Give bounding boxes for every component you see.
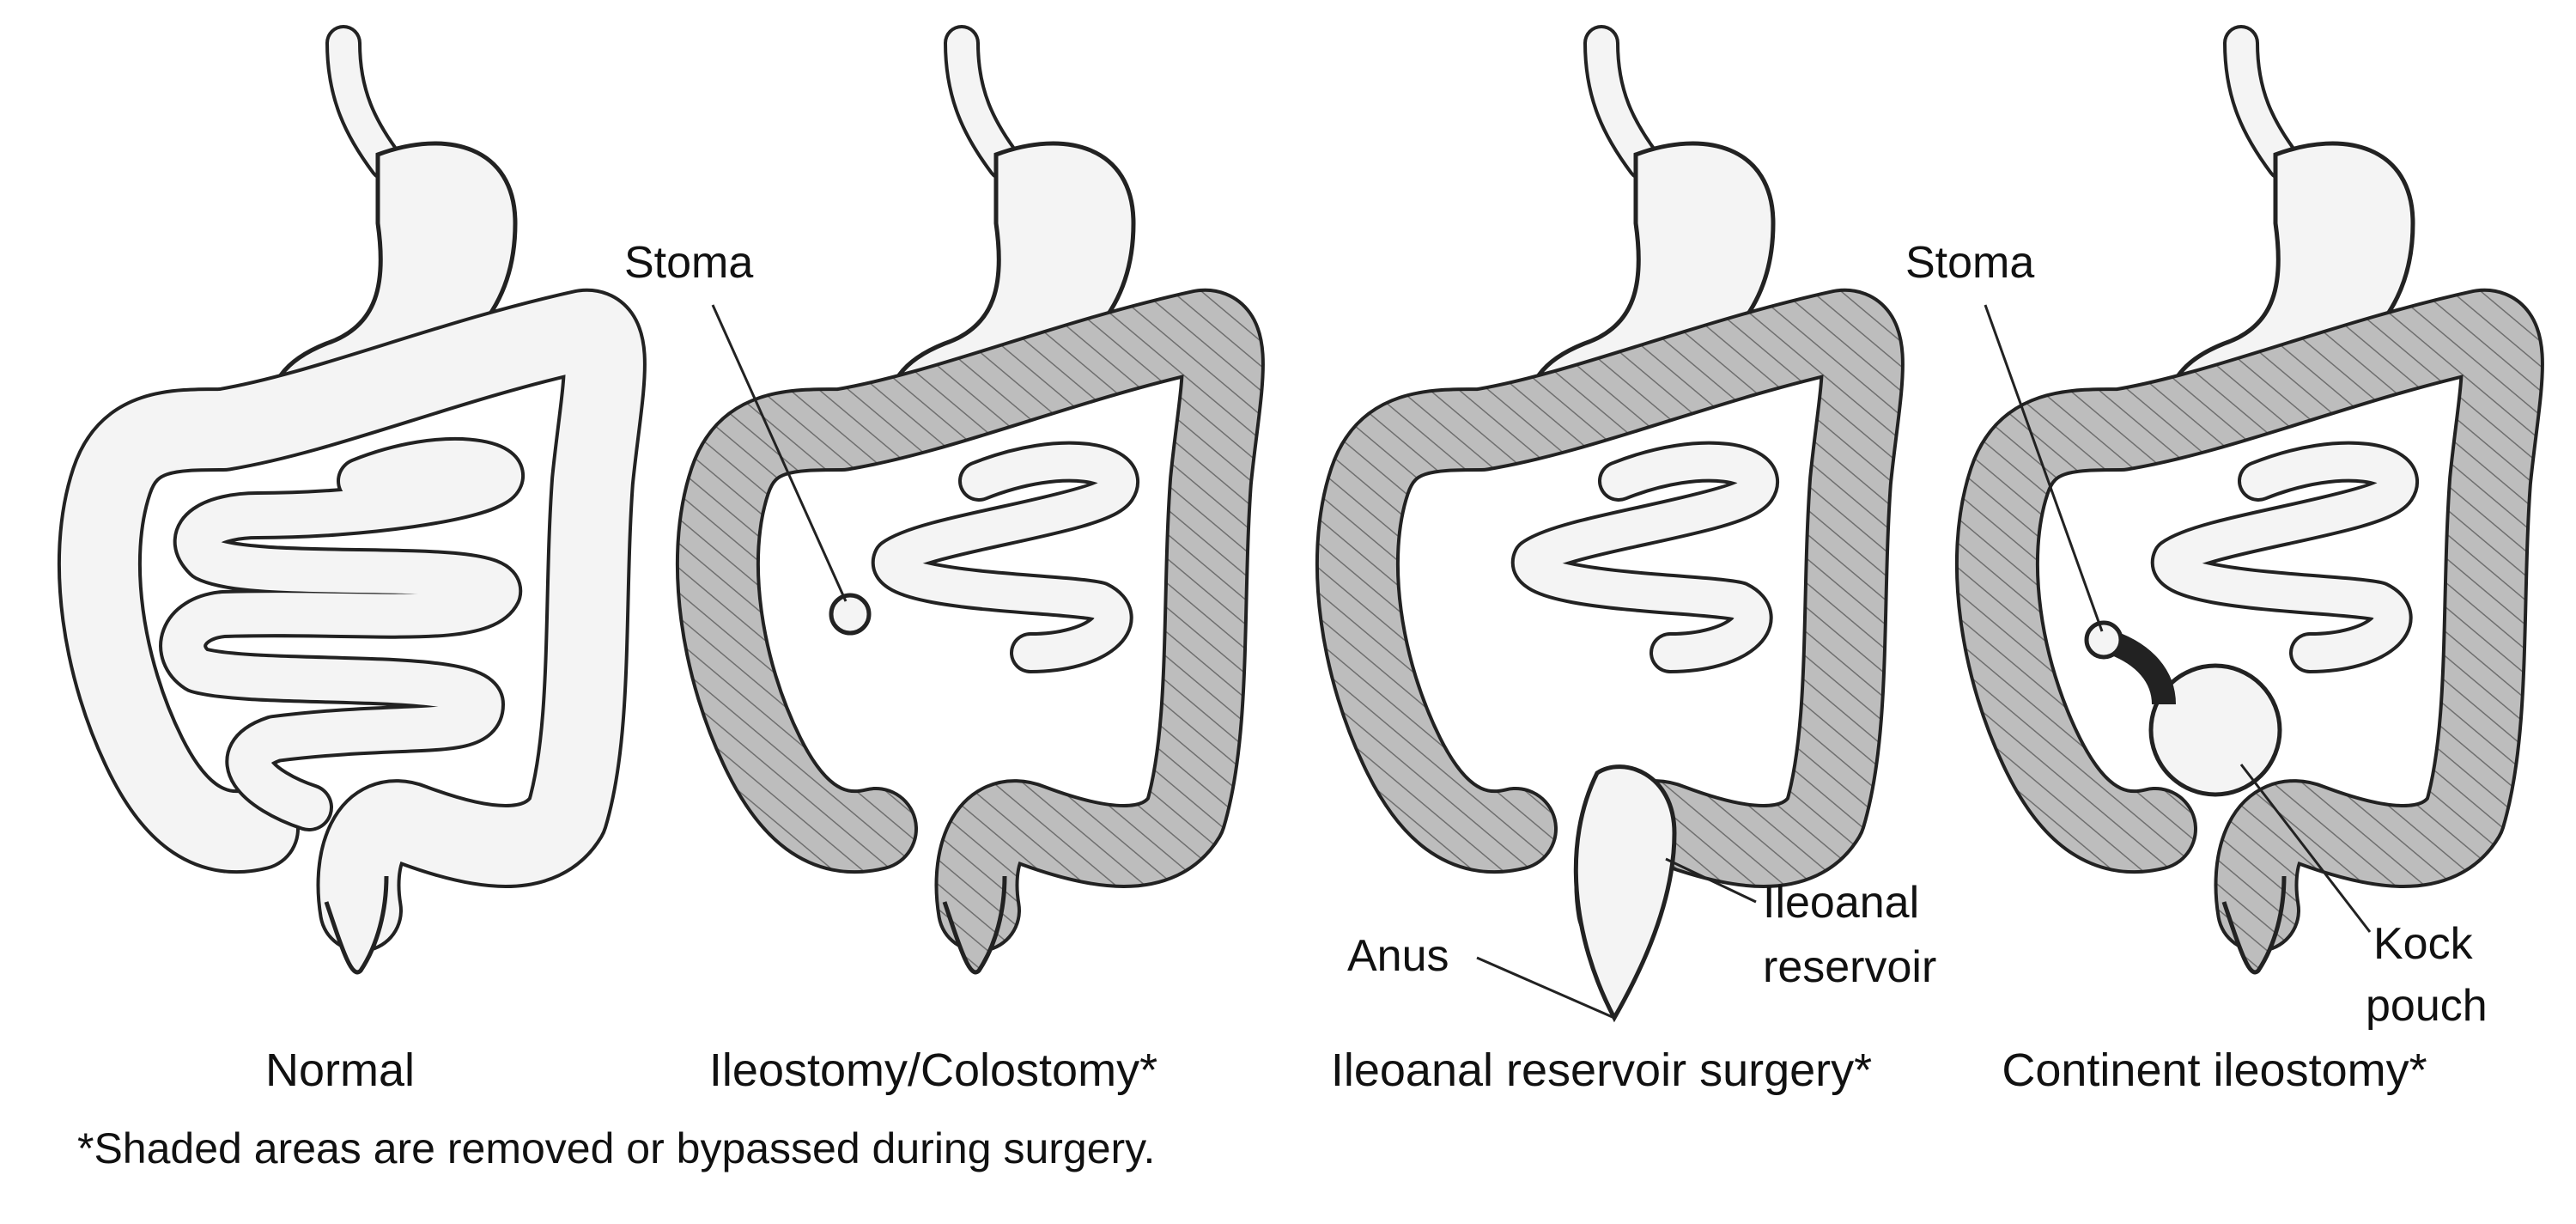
esophagus	[944, 25, 1023, 181]
caption-normal: Normal	[264, 1044, 416, 1096]
esophagus	[2223, 25, 2302, 181]
caption-ileostomy-colostomy: Ileostomy/Colostomy*	[708, 1044, 1158, 1096]
small-intestine	[871, 441, 1139, 673]
kock-pouch	[2148, 663, 2282, 797]
rectum	[324, 875, 389, 975]
stoma-marker	[829, 593, 872, 636]
colon-shaded	[675, 288, 1265, 953]
kock-pouch-label-line1: Kock	[2373, 919, 2473, 969]
panel-4	[1954, 25, 2544, 975]
panel-1	[57, 25, 647, 975]
reservoir-pointer-line	[1665, 857, 1757, 904]
anus-pointer-line	[1476, 956, 1615, 1020]
small-intestine	[2150, 441, 2419, 673]
ileoanal-reservoir	[1573, 764, 1677, 1023]
anus-label: Anus	[1347, 931, 1449, 981]
rectum	[2221, 875, 2287, 975]
small-intestine	[159, 436, 525, 831]
stoma-pointer-line	[711, 304, 848, 602]
panel-2	[675, 25, 1265, 975]
caption-ileoanal-reservoir-surgery: Ileoanal reservoir surgery*	[1330, 1044, 1873, 1096]
kock-pouch-label-line2: pouch	[2366, 981, 2488, 1031]
small-intestine	[1510, 441, 1779, 673]
stoma-pointer-line	[1984, 304, 2104, 632]
caption-continent-ileostomy: Continent ileostomy*	[2002, 1044, 2427, 1096]
ileoanal-reservoir-label-line2: reservoir	[1763, 942, 1937, 992]
ileoanal-reservoir-label-line1: Ileoanal	[1763, 878, 1920, 928]
colon	[57, 288, 647, 953]
colon-shaded	[1954, 288, 2544, 953]
colon-shaded	[1315, 288, 1905, 953]
rectum	[942, 875, 1007, 975]
esophagus	[325, 25, 404, 181]
kock-pouch-pointer-line	[2239, 764, 2372, 933]
stoma-label: Stoma	[1905, 238, 2035, 288]
panel-3	[1315, 25, 1905, 975]
stoma-marker	[2084, 620, 2123, 660]
esophagus	[1583, 25, 1662, 181]
stoma-label: Stoma	[624, 238, 754, 288]
footnote: *Shaded areas are removed or bypassed du…	[77, 1124, 1156, 1172]
